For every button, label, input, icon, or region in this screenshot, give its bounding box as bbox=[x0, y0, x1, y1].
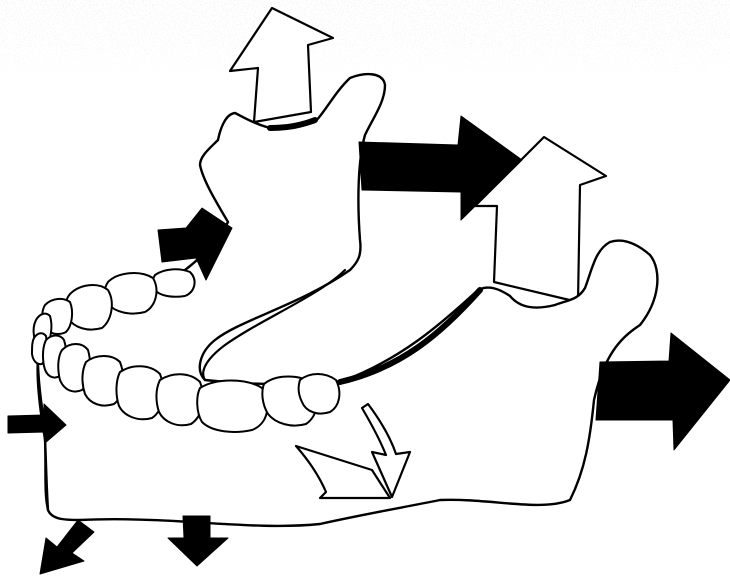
tooth-icon bbox=[197, 381, 267, 432]
tooth-icon bbox=[156, 374, 203, 425]
solid-arrow-right-lower bbox=[596, 333, 730, 450]
solid-arrow-down-left bbox=[40, 520, 94, 574]
tooth-icon bbox=[299, 374, 340, 414]
tooth-icon bbox=[153, 269, 195, 296]
